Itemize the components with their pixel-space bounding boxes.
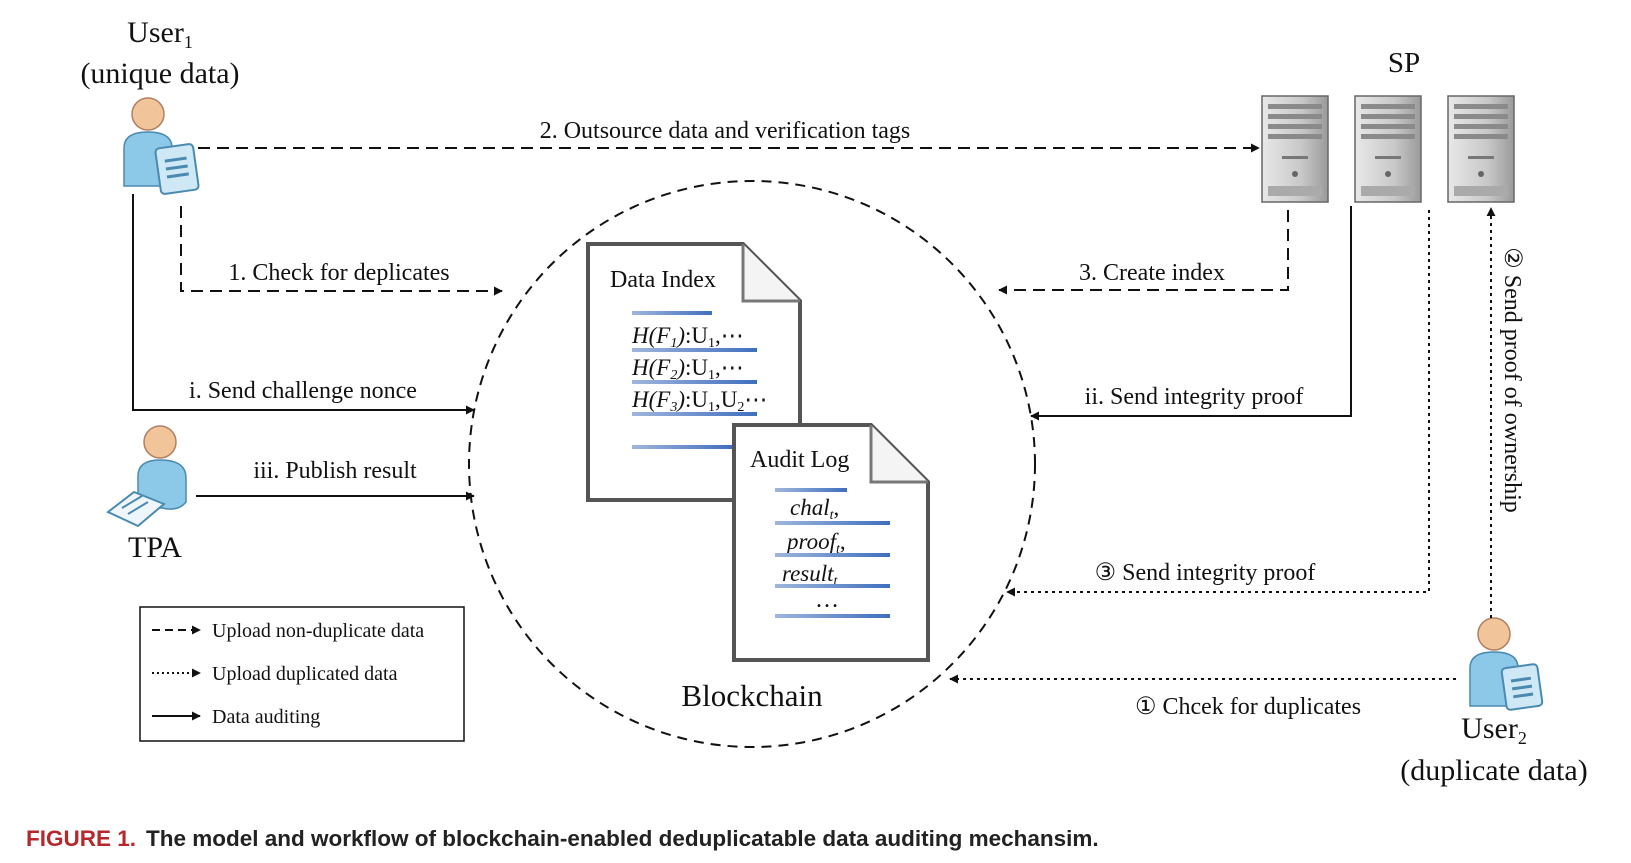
blockchain-label: Blockchain — [681, 678, 823, 713]
user2-name: User2 — [1461, 712, 1527, 748]
check-duplicates-arrow — [180, 206, 503, 296]
figure-caption-text: The model and workflow of blockchain-ena… — [146, 826, 1099, 851]
data-index-title: Data Index — [610, 267, 716, 293]
create-index-arrow — [998, 210, 1289, 295]
user1-name: User1 — [127, 16, 193, 52]
blockchain-circle — [468, 180, 1036, 748]
send-integrity-proof-dup-label: ③ Send integrity proof — [1095, 560, 1316, 586]
data-index-row: H(F1):U1,⋯ — [631, 323, 744, 351]
user1-role: (unique data) — [80, 57, 239, 90]
user1-person-icon — [123, 97, 200, 195]
send-integrity-proof-dup-arrow — [1006, 210, 1430, 597]
data-index-document: Data Index H(F1):U1,⋯ H(F2):U1,⋯ H(F3):U… — [586, 242, 802, 502]
audit-log-row: prooft, — [785, 529, 846, 557]
legend: Upload non-duplicate data Upload duplica… — [139, 606, 465, 742]
sp-label: SP — [1388, 47, 1420, 79]
server-icon — [1354, 95, 1422, 203]
audit-log-row: resultt — [782, 561, 839, 589]
send-integrity-proof-label: ii. Send integrity proof — [1085, 384, 1304, 410]
audit-log-title: Audit Log — [750, 447, 849, 473]
outsource-label: 2. Outsource data and verification tags — [540, 118, 911, 144]
data-index-row: H(F2):U1,⋯ — [631, 355, 744, 383]
server-icon — [1261, 95, 1329, 203]
legend-item-dashed: Upload non-duplicate data — [212, 620, 424, 642]
user2-role: (duplicate data) — [1400, 754, 1587, 787]
audit-log-ellipsis: … — [815, 587, 839, 613]
create-index-label: 3. Create index — [1079, 260, 1225, 286]
send-challenge-arrow — [132, 194, 475, 415]
publish-result-label: iii. Publish result — [253, 458, 417, 484]
audit-log-row: chalt, — [790, 495, 839, 523]
check-duplicates-label: 1. Check for deplicates — [228, 260, 449, 286]
send-proof-ownership-label: ② Send proof of ownership — [1499, 247, 1525, 512]
legend-item-solid: Data auditing — [212, 706, 320, 728]
check-duplicates-dup-label: ① Chcek for duplicates — [1135, 694, 1361, 720]
tpa-label: TPA — [128, 531, 182, 564]
user2-person-icon — [1469, 617, 1544, 711]
legend-item-dotted: Upload duplicated data — [212, 663, 398, 685]
figure-label: FIGURE 1. — [26, 826, 137, 851]
audit-log-document: Audit Log chalt, prooft, resultt … — [732, 423, 930, 662]
send-integrity-proof-arrow — [1030, 206, 1352, 421]
data-index-row: H(F3):U1,U2⋯ — [631, 387, 767, 415]
tpa-person-icon — [106, 425, 187, 528]
figure-caption: FIGURE 1. The model and workflow of block… — [26, 826, 1099, 852]
server-icon — [1447, 95, 1515, 203]
send-challenge-label: i. Send challenge nonce — [189, 378, 417, 404]
